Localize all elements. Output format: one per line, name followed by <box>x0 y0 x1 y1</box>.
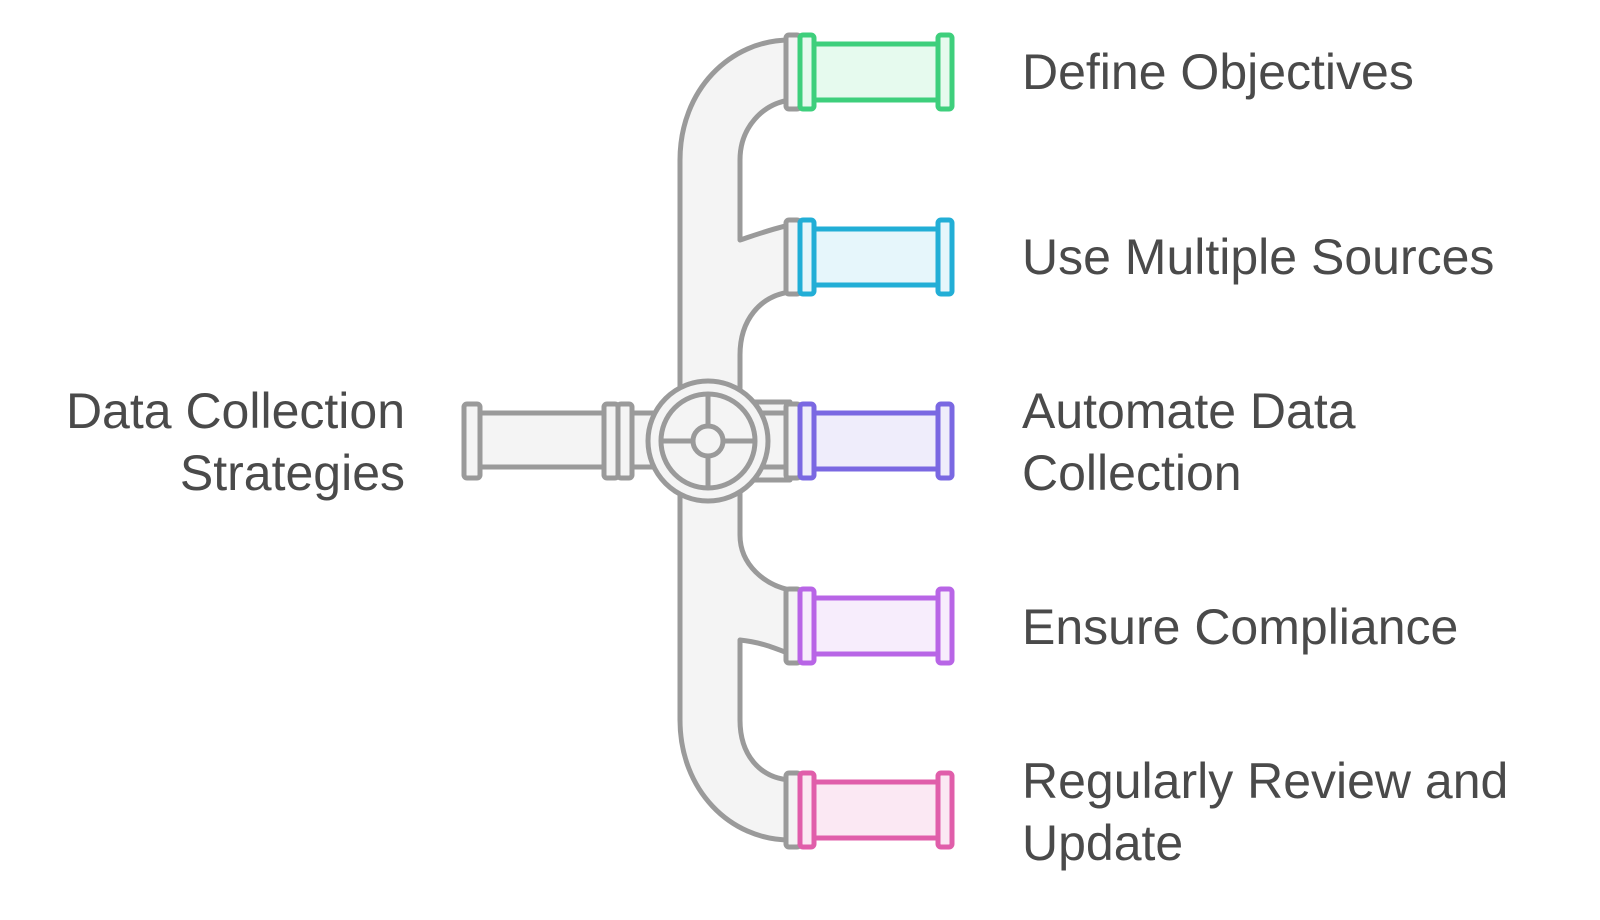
branch-label-line-2: Collection <box>1022 445 1242 501</box>
branch-label-line: Ensure Compliance <box>1022 599 1459 655</box>
branch-pipe-5 <box>783 770 955 850</box>
branch-pipe-cap <box>935 217 955 297</box>
input-pipe-body <box>472 410 608 470</box>
branch-pipe-body <box>809 410 945 472</box>
root-label-line-2: Strategies <box>179 445 405 501</box>
branch-label-line-2: Update <box>1022 815 1184 871</box>
branch-pipe-body <box>809 41 945 103</box>
branch-pipe-body <box>809 779 945 841</box>
input-pipe-cap <box>461 401 483 481</box>
branch-pipe-2 <box>783 217 955 297</box>
valve-wheel-icon <box>645 378 771 504</box>
branch-pipe-cap <box>935 401 955 481</box>
root-label: Data Collection Strategies <box>20 380 405 504</box>
branch-label-ensure-compliance: Ensure Compliance <box>1022 596 1582 658</box>
branch-pipe-body <box>809 595 945 657</box>
branch-pipe-cap <box>935 770 955 850</box>
branch-label-define-objectives: Define Objectives <box>1022 41 1582 103</box>
branch-pipe-body <box>809 226 945 288</box>
branch-label-line: Use Multiple Sources <box>1022 229 1495 285</box>
branch-label-use-multiple-sources: Use Multiple Sources <box>1022 226 1582 288</box>
branch-label-automate-data-collection: Automate Data Collection <box>1022 380 1582 504</box>
branch-pipe-flange <box>797 770 817 850</box>
branch-pipe-flange <box>797 401 817 481</box>
branch-label-line-1: Automate Data <box>1022 383 1356 439</box>
branch-pipe-1 <box>783 32 955 112</box>
branch-label-line-1: Regularly Review and <box>1022 753 1509 809</box>
branch-pipe-flange <box>797 217 817 297</box>
branch-pipe-3 <box>783 401 955 481</box>
branch-pipe-cap <box>935 32 955 112</box>
branch-label-line: Define Objectives <box>1022 44 1414 100</box>
branch-pipe-flange <box>797 32 817 112</box>
valve-hub <box>690 423 726 459</box>
branch-pipe-flange <box>797 586 817 666</box>
branch-pipes <box>783 32 955 850</box>
branch-pipe-4 <box>783 586 955 666</box>
branch-pipe-cap <box>935 586 955 666</box>
root-label-line-1: Data Collection <box>65 383 405 439</box>
branch-label-regularly-review-and-update: Regularly Review and Update <box>1022 750 1582 874</box>
